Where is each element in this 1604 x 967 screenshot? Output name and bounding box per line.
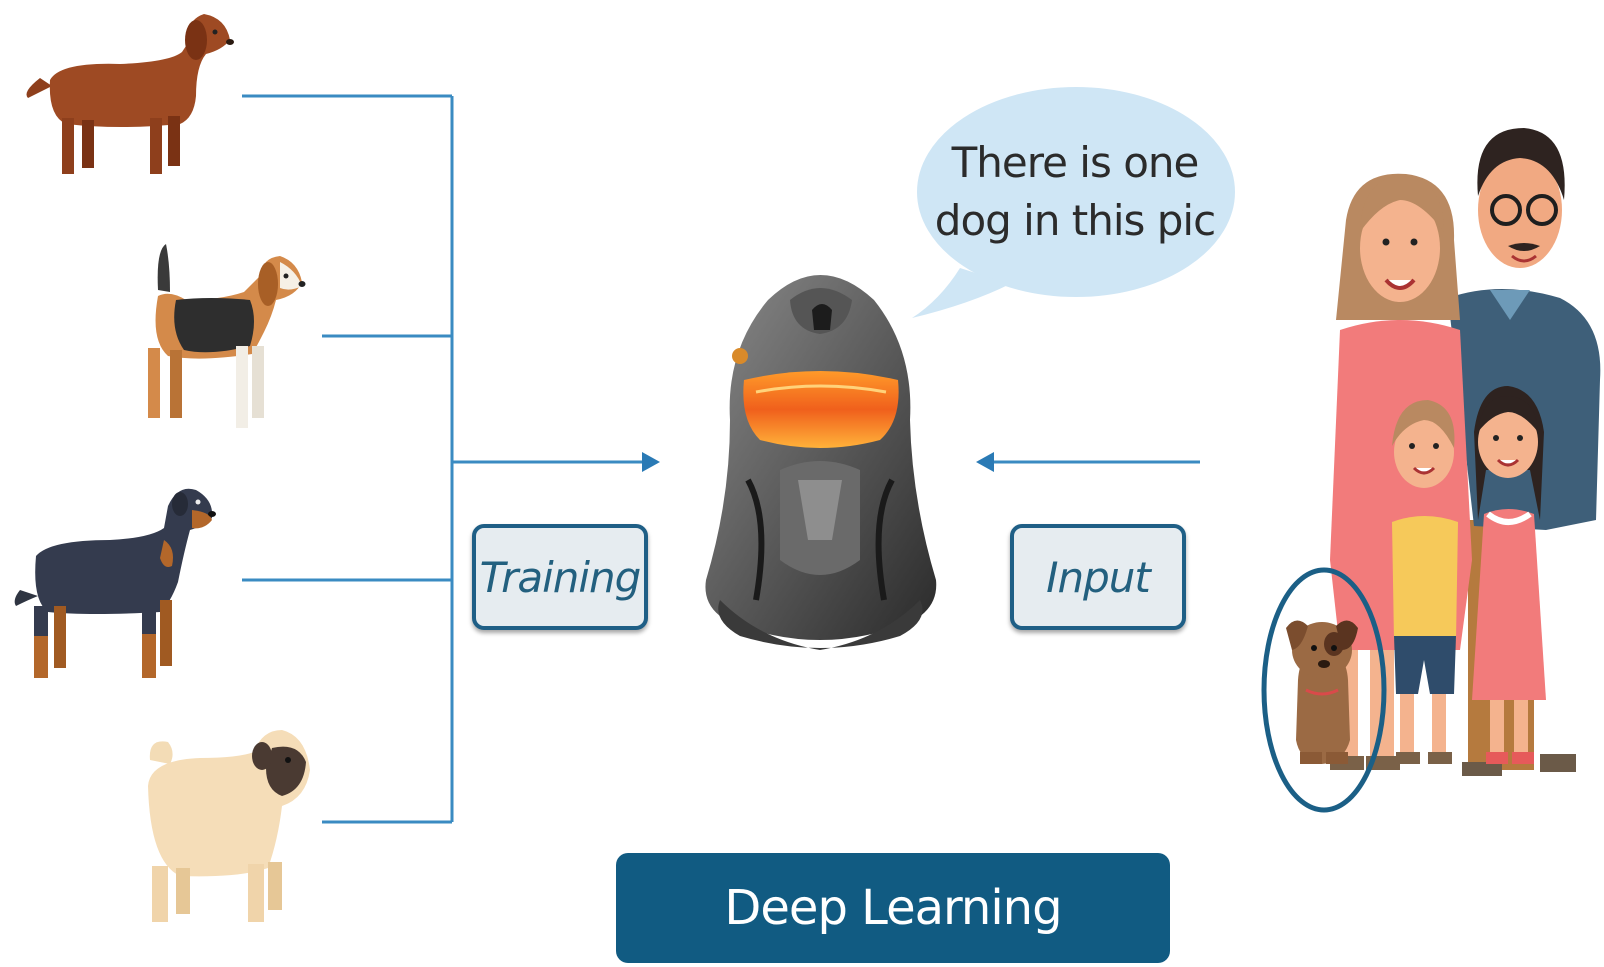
puppy-highlight-circle: [1261, 567, 1387, 813]
pug-dog-icon: [148, 730, 310, 922]
training-connectors: [242, 94, 642, 824]
family-icon: [1330, 128, 1601, 776]
robot-icon: [705, 275, 937, 650]
speech-bubble: [912, 85, 1237, 318]
deep-learning-banner: Deep Learning: [616, 853, 1170, 963]
rottweiler-dog-icon: [14, 488, 216, 678]
input-label: Input: [1010, 524, 1186, 630]
beagle-dog-icon: [142, 244, 306, 430]
speech-bubble-line-1: There is one: [951, 138, 1200, 187]
dachshund-dog-icon: [26, 14, 234, 174]
puppy-icon: [1286, 620, 1358, 764]
input-arrowhead: [976, 452, 994, 472]
speech-bubble-line-2: dog in this pic: [934, 196, 1216, 245]
girl-figure: [1472, 386, 1546, 764]
speech-bubble-text: There is one dog in this pic: [930, 134, 1220, 250]
boy-figure: [1392, 400, 1458, 764]
training-arrowhead: [642, 452, 660, 472]
training-label: Training: [472, 524, 648, 630]
